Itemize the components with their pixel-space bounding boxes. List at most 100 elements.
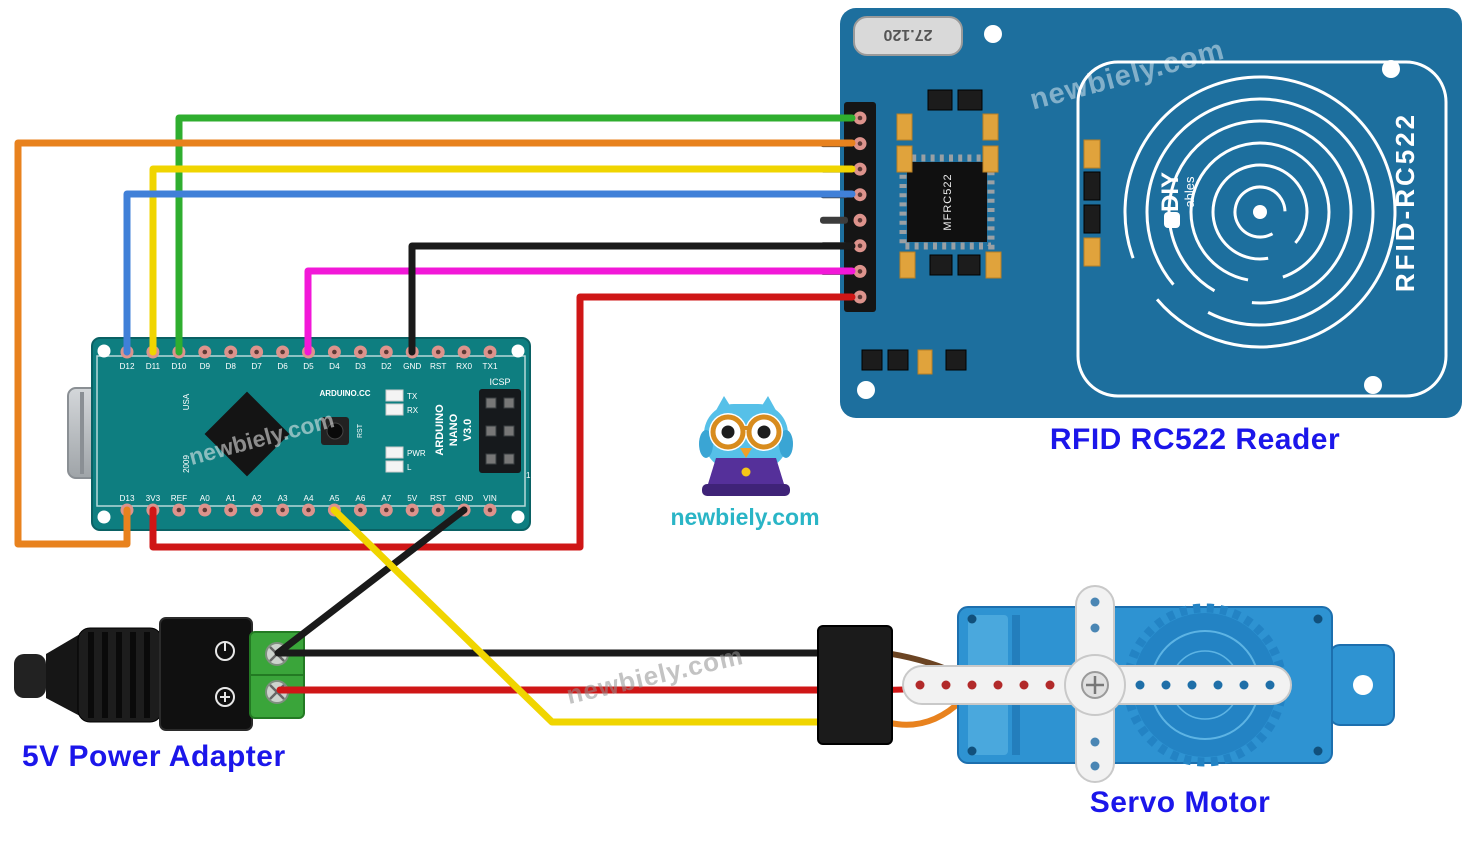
arduino-pin-label-D9: D9 bbox=[200, 362, 211, 371]
wire-servo-lead-orange bbox=[883, 697, 965, 728]
tx-label: TX bbox=[407, 392, 418, 401]
ables-logo-text: ables bbox=[1182, 176, 1197, 208]
rfid-pad-hole bbox=[857, 141, 863, 146]
rx-label: RX bbox=[407, 406, 419, 415]
arduino-pad-hole bbox=[280, 349, 285, 355]
usa-silk: USA bbox=[182, 393, 191, 410]
arduino-pin-label-TX1: TX1 bbox=[482, 362, 497, 371]
arduino-pin-label-D13: D13 bbox=[119, 494, 134, 503]
arduino-pad-hole bbox=[384, 349, 389, 355]
arduino-pin-label-A6: A6 bbox=[355, 494, 365, 503]
mount-hole bbox=[97, 510, 111, 524]
arduino-pad-hole bbox=[254, 349, 259, 355]
mcu-chip bbox=[204, 391, 290, 477]
owl-beak bbox=[740, 448, 752, 458]
arduino-pad-hole bbox=[487, 507, 493, 513]
arduino-pin-label-D7: D7 bbox=[251, 362, 262, 371]
arduino-pad-hole bbox=[435, 507, 441, 513]
wire-rfid-sda-to-d10 bbox=[175, 114, 856, 356]
arduino-pin-label-RX0: RX0 bbox=[456, 362, 472, 371]
rfid-pad-hole bbox=[857, 269, 863, 274]
arduino-pad-hole bbox=[280, 507, 285, 513]
pwr-label: PWR bbox=[407, 449, 426, 458]
rfid-pad-hole bbox=[857, 294, 863, 300]
rfid-pad-hole bbox=[857, 192, 863, 197]
horn-center-screw bbox=[1081, 671, 1109, 699]
mount-hole bbox=[984, 25, 1002, 43]
wire-servo-gnd-black bbox=[274, 506, 834, 657]
servo-connector bbox=[817, 625, 893, 745]
arduino-pin-label-REF: REF bbox=[171, 494, 187, 503]
brand-text: newbiely.com bbox=[670, 504, 820, 530]
arduino-cc-silk: ARDUINO.CC bbox=[319, 389, 370, 398]
icsp-pin1-label: 1 bbox=[526, 471, 531, 480]
barrel-plug bbox=[14, 627, 163, 723]
svg-text:ARDUINO: ARDUINO bbox=[434, 404, 446, 456]
wire-servo-signal-yellow bbox=[330, 506, 834, 726]
mount-hole bbox=[97, 344, 111, 358]
horn-holes-left bbox=[915, 680, 1055, 690]
arduino-pad-hole bbox=[306, 507, 311, 513]
arduino-pin-label-RST: RST bbox=[430, 494, 446, 503]
mount-hole bbox=[1382, 60, 1400, 78]
mount-hole bbox=[511, 344, 525, 358]
arduino-pin-label-D2: D2 bbox=[381, 362, 392, 371]
arduino-pin-label-A0: A0 bbox=[200, 494, 210, 503]
arduino-pin-label-A1: A1 bbox=[226, 494, 236, 503]
crystal-oscillator: 27.120 bbox=[853, 16, 963, 56]
icsp-header: ICSP 1 bbox=[479, 377, 531, 480]
servo-motor-label: Servo Motor bbox=[1089, 786, 1271, 819]
tx-led bbox=[385, 389, 404, 402]
laptop-logo-dot bbox=[741, 467, 751, 477]
wire-rfid-mosi-to-d11 bbox=[149, 165, 856, 356]
arduino-pad-hole bbox=[358, 507, 363, 513]
horn-holes-vertical bbox=[1090, 597, 1100, 771]
arduino-pin-label-D5: D5 bbox=[303, 362, 314, 371]
arduino-pin-label-D11: D11 bbox=[146, 362, 161, 371]
arduino-pin-label-D10: D10 bbox=[171, 362, 186, 371]
arduino-pad-hole bbox=[332, 349, 337, 355]
arduino-name-silk: ARDUINO NANO V3.0 bbox=[434, 404, 474, 456]
l-label: L bbox=[407, 463, 412, 472]
arduino-nano-board: RST TX RX PWR L ARDUINO.CC ARDUINO NANO … bbox=[67, 337, 531, 531]
wire-rfid-miso-to-d12 bbox=[123, 190, 856, 356]
servo-horn bbox=[902, 585, 1292, 783]
svg-text:NANO: NANO bbox=[448, 413, 460, 446]
arduino-pin-label-D8: D8 bbox=[225, 362, 236, 371]
year-silk: 2009 bbox=[182, 455, 191, 473]
arduino-pin-label-5V: 5V bbox=[407, 494, 418, 503]
arduino-pad-hole bbox=[254, 507, 259, 513]
servo-motor bbox=[817, 585, 1395, 783]
crystal-label: 27.120 bbox=[883, 26, 932, 43]
power-adapter bbox=[14, 617, 305, 731]
l-led bbox=[385, 460, 404, 473]
power-symbol-icon bbox=[215, 641, 235, 661]
rfid-pin-header bbox=[844, 102, 876, 312]
power-adapter-label: 5V Power Adapter bbox=[22, 740, 286, 773]
diy-logo-text: DIY bbox=[1157, 172, 1184, 212]
arduino-pin-label-A4: A4 bbox=[303, 494, 313, 503]
arduino-pad-hole bbox=[202, 507, 208, 513]
rx-led bbox=[385, 403, 404, 416]
arduino-pin-label-A7: A7 bbox=[381, 494, 391, 503]
wire-rfid-gnd-to-gnd bbox=[408, 242, 856, 356]
reset-button bbox=[321, 417, 349, 445]
arduino-pad-hole bbox=[202, 349, 208, 355]
arduino-pad-hole bbox=[409, 507, 415, 513]
rst-silk-label: RST bbox=[357, 423, 364, 438]
rfid-pad-hole bbox=[857, 166, 863, 172]
rfid-reader-label: RFID RC522 Reader bbox=[1049, 423, 1341, 456]
horn-holes-right bbox=[1135, 680, 1275, 690]
mount-hole bbox=[511, 510, 525, 524]
servo-mount-hole bbox=[1353, 675, 1373, 695]
chip-label: MFRC522 bbox=[942, 173, 954, 230]
rfid-pad-hole bbox=[857, 218, 863, 223]
arduino-pad-hole bbox=[228, 507, 233, 513]
rfid-pad-hole bbox=[857, 115, 863, 121]
wire-rfid-rst-to-d5 bbox=[304, 267, 856, 356]
arduino-pin-label-3V3: 3V3 bbox=[146, 494, 161, 503]
arduino-pin-label-A5: A5 bbox=[329, 494, 339, 503]
mount-hole bbox=[1364, 376, 1382, 394]
arduino-pad-hole bbox=[487, 349, 493, 355]
mount-hole bbox=[857, 381, 875, 399]
